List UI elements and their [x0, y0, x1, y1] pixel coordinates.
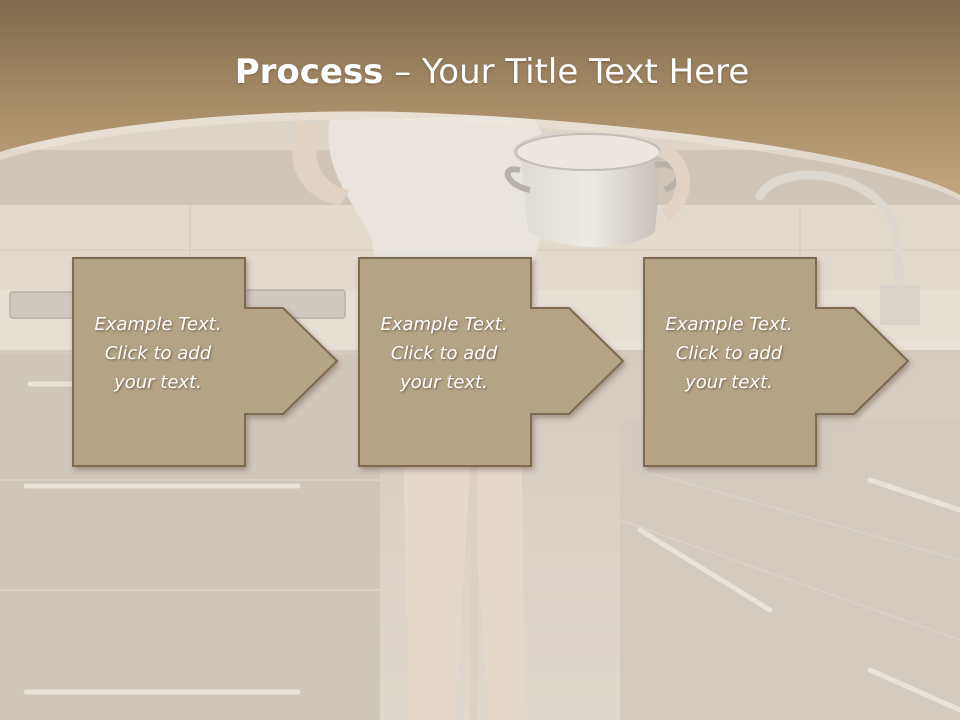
step-text-line: Click to add	[675, 343, 783, 364]
step-text-line: Example Text.	[665, 314, 793, 335]
step-text-line: Example Text.	[380, 314, 508, 335]
slide-title-rest: – Your Title Text Here	[383, 52, 750, 92]
step-text-line: your text.	[400, 372, 488, 393]
step-arrow-shape	[72, 257, 339, 467]
step-text-line: Click to add	[390, 343, 498, 364]
slide-title-bold: Process	[234, 52, 384, 92]
step-arrow-shape	[358, 257, 625, 467]
slide-title[interactable]: Process – Your Title Text Here	[0, 52, 960, 92]
step-text[interactable]: Example Text. Click to add your text.	[357, 310, 531, 397]
step-arrow-shape	[643, 257, 910, 467]
step-text-line: your text.	[114, 372, 202, 393]
step-text[interactable]: Example Text. Click to add your text.	[642, 310, 816, 397]
process-step-2[interactable]: Example Text. Click to add your text.	[357, 256, 627, 468]
step-text-line: Example Text.	[94, 314, 222, 335]
process-step-3[interactable]: Example Text. Click to add your text.	[642, 256, 912, 468]
process-step-1[interactable]: Example Text. Click to add your text.	[71, 256, 341, 468]
step-text[interactable]: Example Text. Click to add your text.	[71, 310, 245, 397]
step-text-line: Click to add	[104, 343, 212, 364]
step-text-line: your text.	[685, 372, 773, 393]
